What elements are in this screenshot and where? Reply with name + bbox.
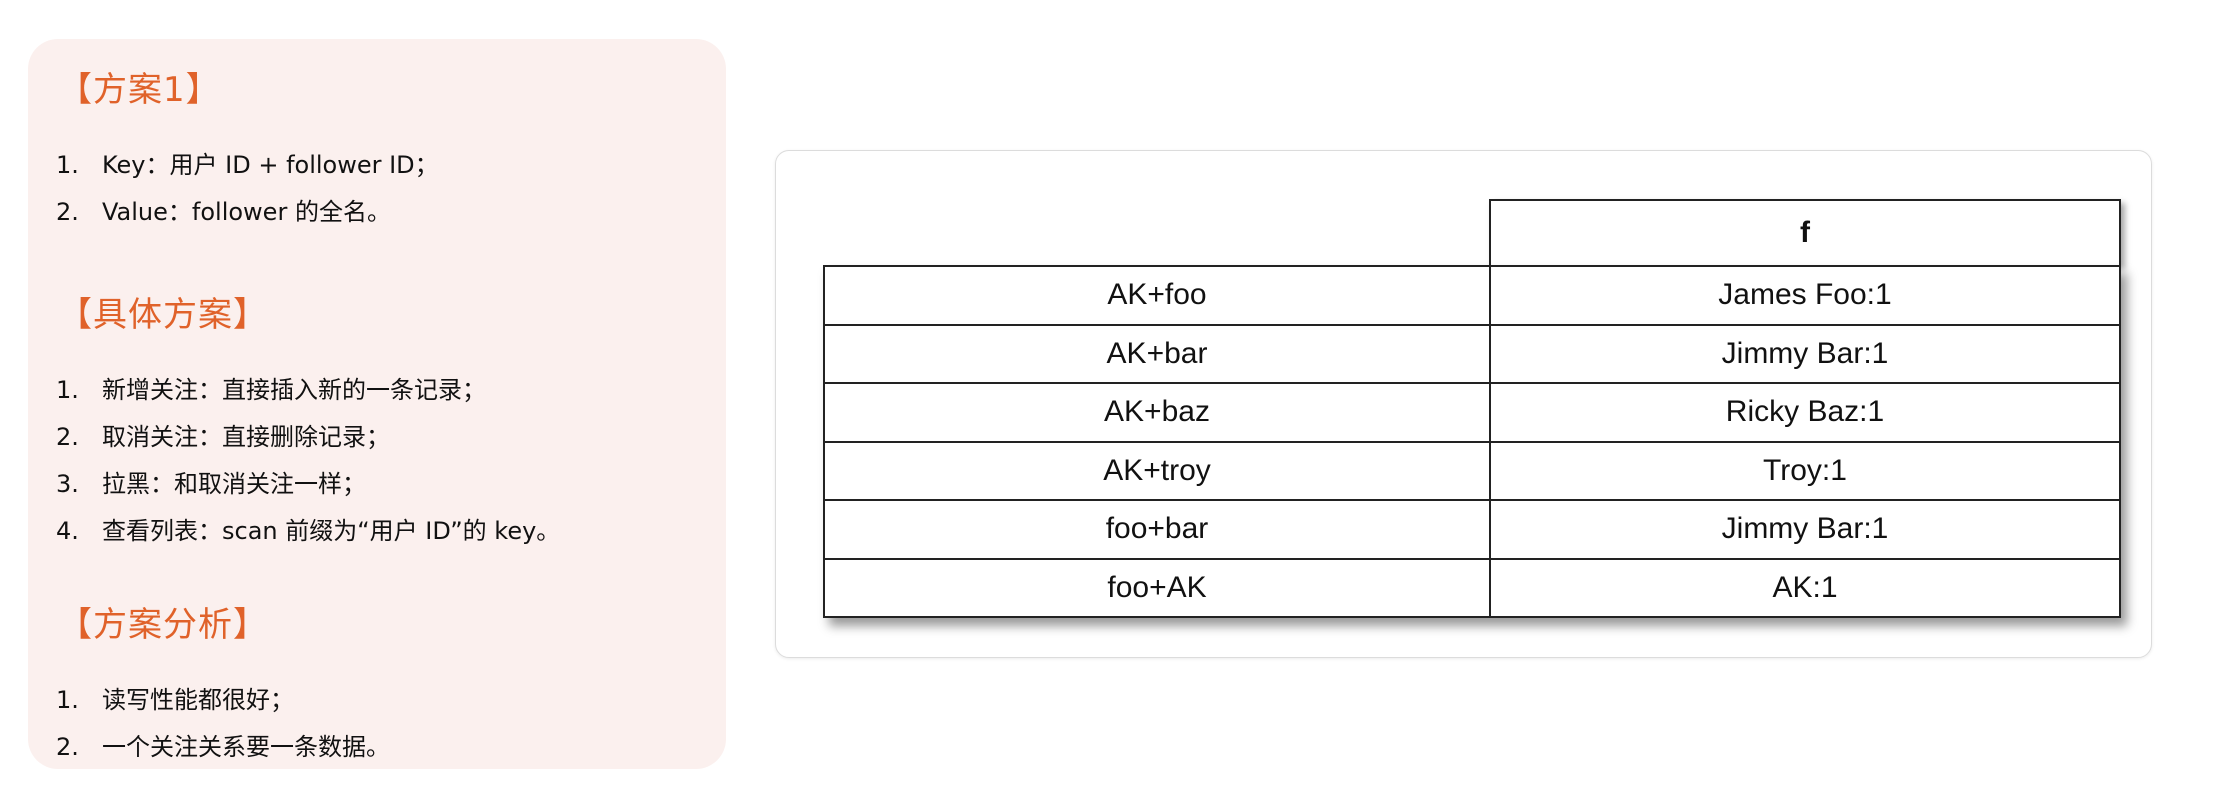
list-text: 一个关注关系要一条数据。 [102,733,390,761]
list-item: 3. 拉黑：和取消关注一样； [56,461,560,508]
analysis-list: 1. 读写性能都很好； 2. 一个关注关系要一条数据。 [56,677,390,771]
list-number: 1. [56,151,79,179]
detail-title: 【具体方案】 [58,295,268,335]
list-number: 2. [56,423,79,451]
plan-list: 1. Key：用户 ID + follower ID； 2. Value：follo… [56,142,439,236]
row-key: AK+bar [825,325,1491,382]
list-number: 3. [56,470,79,498]
list-text: 拉黑：和取消关注一样； [102,470,366,498]
table-row: AK+baz Ricky Baz:1 [825,384,2119,443]
table-row: AK+foo James Foo:1 [825,267,2119,326]
row-key: AK+troy [825,442,1491,499]
list-number: 2. [56,198,79,226]
row-value: AK:1 [1772,570,1838,604]
table-figure: f AK+foo James Foo:1 AK+bar Jimmy Bar:1 … [775,150,2152,658]
table-row: AK+troy Troy:1 [825,442,2119,501]
row-value: Jimmy Bar:1 [1721,336,1889,370]
row-key: AK+baz [825,384,1491,441]
row-key: foo+AK [825,559,1491,616]
table-row: AK+bar Jimmy Bar:1 [825,325,2119,384]
list-item: 1. 读写性能都很好； [56,677,390,724]
detail-list: 1. 新增关注：直接插入新的一条记录； 2. 取消关注：直接删除记录； 3. 拉黑：和… [56,367,560,555]
row-value: James Foo:1 [1718,278,1892,312]
table-row: foo+AK AK:1 [825,559,2119,618]
list-item: 2. 取消关注：直接删除记录； [56,414,560,461]
list-item: 1. Key：用户 ID + follower ID； [56,142,439,189]
row-value: Jimmy Bar:1 [1721,512,1889,546]
notes-panel: 【方案1】 1. Key：用户 ID + follower ID； 2. Value… [28,39,726,769]
analysis-title: 【方案分析】 [58,605,268,645]
table-row: foo+bar Jimmy Bar:1 [825,501,2119,560]
list-text: 查看列表：scan 前缀为“用户 ID”的 key。 [102,517,561,545]
list-number: 1. [56,376,79,404]
row-value: Ricky Baz:1 [1725,395,1885,429]
row-key: AK+foo [825,267,1491,324]
row-value: Troy:1 [1763,453,1847,487]
list-item: 4. 查看列表：scan 前缀为“用户 ID”的 key。 [56,508,560,555]
list-item: 2. Value：follower 的全名。 [56,189,439,236]
list-number: 2. [56,733,79,761]
row-key: foo+bar [825,501,1491,558]
list-text: Value：follower 的全名。 [102,198,391,226]
column-header: f [1489,199,2121,265]
table-body: AK+foo James Foo:1 AK+bar Jimmy Bar:1 AK… [823,265,2121,618]
list-text: 读写性能都很好； [102,686,294,714]
list-number: 1. [56,686,79,714]
list-text: Key：用户 ID + follower ID； [102,151,439,179]
list-text: 新增关注：直接插入新的一条记录； [102,376,486,404]
list-text: 取消关注：直接删除记录； [102,423,390,451]
plan-title: 【方案1】 [58,70,221,110]
list-number: 4. [56,517,79,545]
list-item: 2. 一个关注关系要一条数据。 [56,724,390,771]
list-item: 1. 新增关注：直接插入新的一条记录； [56,367,560,414]
